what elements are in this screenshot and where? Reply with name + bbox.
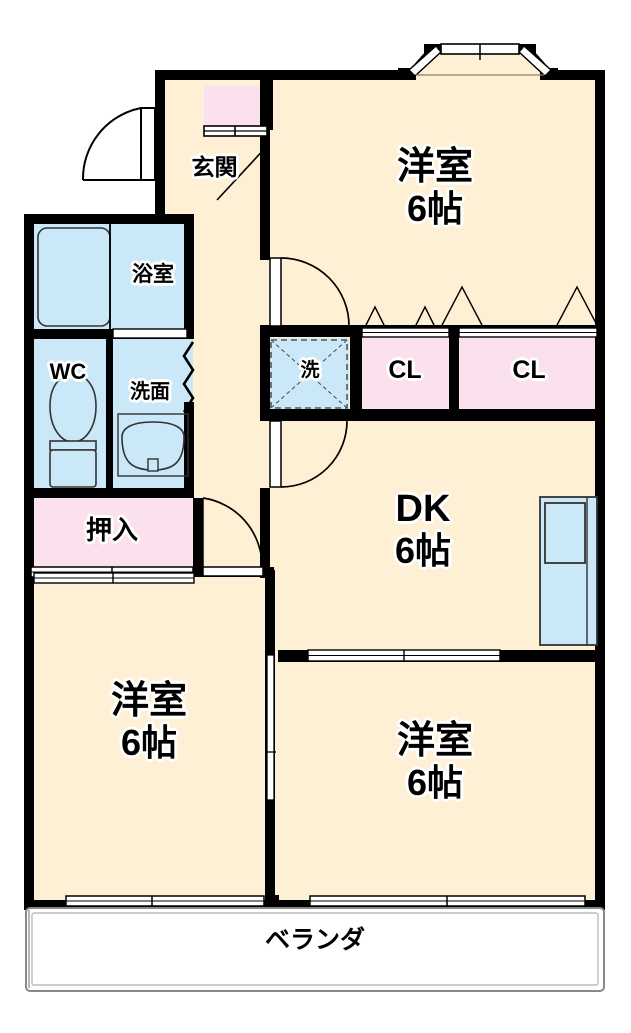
door-dk-panel[interactable] [269,420,282,488]
vanity-counter [117,413,189,477]
door-sw-room[interactable] [202,497,264,577]
wall-oshiire-right [193,498,203,570]
room-label-group-ne: 洋室 6帖 [370,146,500,229]
door-sw-room-arc [202,497,263,568]
bathtub-outline [37,227,111,327]
bay-window-glass-right[interactable] [517,44,553,78]
closet-right-open-indicator-2 [555,285,599,328]
wall-top-left-of-bay [265,70,410,80]
door-ne-room-arc [280,257,350,327]
wall-hall-right-mid [260,325,270,415]
window-se-room[interactable] [309,895,586,907]
wall-wet-right-upper [184,214,194,339]
closet-right-open-indicator-1 [440,285,484,328]
veranda [25,907,605,992]
closet-fills [31,86,597,567]
door-ne-room-panel[interactable] [269,257,282,327]
entrance-door[interactable] [81,107,156,181]
door-sw-room-panel[interactable] [202,566,264,577]
wall-closet-divider-2 [449,337,459,409]
wall-entry-left [155,70,165,220]
vanity-sink [117,413,189,477]
door-sw-se-panel[interactable] [266,654,275,801]
wall-closet-divider-1 [350,337,362,409]
room-label-group-dk: DK 6帖 [358,488,488,571]
bathtub [37,221,111,329]
closet-left-fill [361,337,450,409]
wall-post-bottom-hall [265,895,279,910]
toilet-seat-lid [49,440,97,451]
sw-room-top-sliding-doors[interactable] [33,572,195,584]
shoe-closet[interactable] [203,125,268,137]
wall-top-entry [155,70,265,80]
washer-space-x2 [270,339,348,409]
entrance-door-panel[interactable] [140,107,156,181]
door-ne-room[interactable] [269,257,350,327]
wall-bath-wc-divider [24,329,194,339]
wall-hall-right-lower [260,488,270,578]
door-dk[interactable] [269,420,348,488]
vanity-basin [121,421,185,471]
kitchen-counter [539,496,598,646]
bay-window-glass-left[interactable] [407,44,443,78]
senmen-folding-door[interactable] [182,341,195,413]
wall-hall-right-upper [260,75,270,260]
room-label-ne-size: 6帖 [406,187,464,229]
bath-door[interactable] [112,328,188,339]
room-label-group-sw: 洋室 6帖 [84,680,214,763]
toilet-bowl [49,373,97,443]
kitchen-sink-basin [544,502,586,564]
room-label-ne-name: 洋室 [396,146,473,188]
wall-wc-bottom [24,488,194,498]
wall-entry-right [265,70,273,130]
room-label-dk-name: DK [395,488,451,530]
wall-top-right-of-bay [545,70,605,80]
toilet [49,373,97,488]
oshiire-fill [31,497,193,567]
window-sw-room[interactable] [65,895,265,907]
floor-fill-room-sw [24,570,274,910]
closet-left-open-indicator-1 [364,305,386,328]
wall-right-outer [595,70,605,910]
washer-space [270,339,348,409]
genkan-step-line [216,144,269,201]
vanity-faucet [147,458,159,472]
closet-left-open-indicator-2 [414,305,436,328]
room-label-se-name: 洋室 [396,720,473,762]
toilet-tank [49,449,97,488]
room-label-sw-name: 洋室 [110,680,187,722]
wall-wet-right-lower [184,402,194,498]
wall-dk-left-stub [265,570,275,660]
wall-closet-bottom [260,409,605,421]
door-sw-se-partition[interactable] [265,654,276,801]
bay-window[interactable] [407,43,553,78]
room-label-group-se: 洋室 6帖 [370,720,500,803]
entrance-door-swing-arc [81,107,142,181]
shoe-closet-fill [204,86,267,126]
room-label-se-size: 6帖 [406,761,464,803]
wall-left-outer [24,214,34,910]
veranda-inner-outline [31,912,599,986]
wall-wet-block-top [24,214,194,224]
dk-se-sliding-door[interactable] [307,649,501,662]
room-label-dk-size: 6帖 [394,529,452,571]
closet-right-fill [458,337,597,409]
room-label-sw-size: 6帖 [120,721,178,763]
door-dk-arc [280,420,348,488]
washer-space-outline [270,339,348,409]
closet-right-doors[interactable] [440,285,599,338]
closet-left-doors[interactable] [361,305,450,338]
